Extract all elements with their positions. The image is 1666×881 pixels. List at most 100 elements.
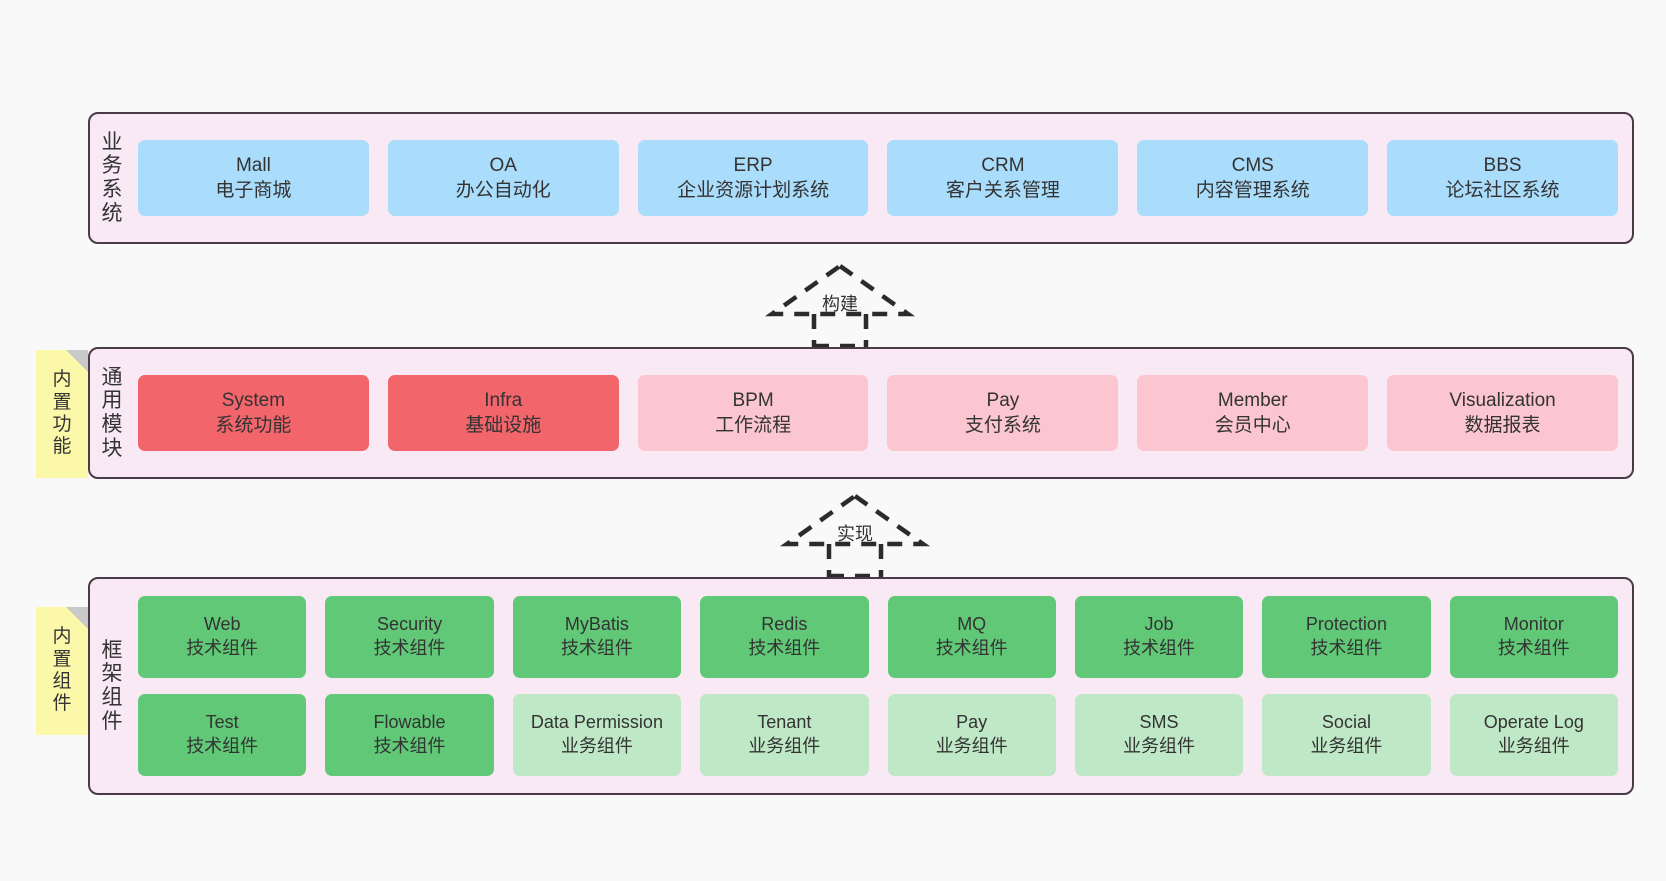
layer-common-label-char-2: 模 — [101, 413, 123, 436]
node-visualization[interactable]: Visualization 数据报表 — [1387, 375, 1618, 451]
node-infra[interactable]: Infra 基础设施 — [387, 375, 619, 451]
node-member-title: Member — [1217, 389, 1288, 411]
node-crm[interactable]: CRM 客户关系管理 — [887, 140, 1119, 216]
sticky-common-char-2: 功 — [52, 414, 72, 435]
sticky-common-char-1: 置 — [52, 391, 72, 413]
layer-common-body: System 系统功能 Infra 基础设施 BPM 工作流程 Pay 支付系统… — [134, 349, 1632, 477]
node-mall-sub: 电子商城 — [215, 180, 292, 201]
node-oa[interactable]: OA 办公自动化 — [387, 140, 619, 216]
node-mybatis-sub: 技术组件 — [560, 638, 633, 658]
layer-business-label-char-2: 系 — [101, 178, 123, 201]
node-sms[interactable]: SMS 业务组件 — [1074, 694, 1244, 776]
layer-common-label-char-0: 通 — [101, 365, 123, 389]
node-redis[interactable]: Redis 技术组件 — [700, 596, 869, 678]
node-operate-log-title: Operate Log — [1483, 712, 1584, 733]
node-bbs-title: BBS — [1483, 154, 1522, 176]
layer-business-label-char-0: 业 — [101, 130, 123, 154]
node-bbs-sub: 论坛社区系统 — [1445, 180, 1560, 201]
node-member[interactable]: Member 会员中心 — [1137, 375, 1369, 451]
node-security-sub: 技术组件 — [373, 638, 446, 658]
node-security-title: Security — [377, 614, 443, 635]
sticky-frame-char-3: 件 — [52, 693, 72, 715]
node-operate-log-sub: 业务组件 — [1497, 736, 1570, 756]
node-redis-title: Redis — [761, 614, 808, 635]
node-oa-sub: 办公自动化 — [455, 180, 551, 201]
node-crm-sub: 客户关系管理 — [945, 180, 1060, 201]
layer-business-body: Mall 电子商城 OA 办公自动化 ERP 企业资源计划系统 CRM 客户关系… — [134, 114, 1632, 242]
layer-common-label-char-1: 用 — [101, 389, 123, 413]
node-pay-component-title: Pay — [956, 712, 988, 733]
node-mall[interactable]: Mall 电子商城 — [138, 140, 369, 216]
node-infra-title: Infra — [484, 389, 523, 411]
sticky-common-char-0: 内 — [52, 369, 72, 391]
layer-frame-label-char-1: 架 — [101, 662, 123, 686]
node-social[interactable]: Social 业务组件 — [1262, 694, 1431, 776]
sticky-fold-corner-icon — [66, 350, 88, 372]
node-test-sub: 技术组件 — [186, 736, 259, 756]
layer-framework-component: 框 架 组 件 Web 技术组件 Security 技术组件 MyBatis 技… — [88, 577, 1634, 795]
node-data-permission-title: Data Permission — [530, 712, 663, 733]
node-data-permission[interactable]: Data Permission 业务组件 — [512, 694, 682, 776]
node-oa-title: OA — [489, 154, 517, 176]
node-monitor[interactable]: Monitor 技术组件 — [1449, 596, 1618, 678]
node-protection[interactable]: Protection 技术组件 — [1262, 596, 1431, 678]
arrow-implement: 实现 — [755, 492, 955, 579]
layer-frame-body: Web 技术组件 Security 技术组件 MyBatis 技术组件 Redi… — [134, 579, 1632, 793]
node-bpm[interactable]: BPM 工作流程 — [637, 375, 869, 451]
node-job-sub: 技术组件 — [1123, 638, 1196, 658]
node-pay-component-sub: 业务组件 — [935, 736, 1008, 756]
node-test[interactable]: Test 技术组件 — [138, 694, 307, 776]
node-system[interactable]: System 系统功能 — [138, 375, 369, 451]
sticky-common-char-3: 能 — [52, 436, 72, 458]
node-operate-log[interactable]: Operate Log 业务组件 — [1449, 694, 1618, 776]
node-data-permission-sub: 业务组件 — [560, 736, 633, 756]
node-sms-title: SMS — [1139, 712, 1179, 733]
node-flowable[interactable]: Flowable 技术组件 — [325, 694, 494, 776]
node-erp-sub: 企业资源计划系统 — [677, 180, 830, 201]
node-system-title: System — [221, 389, 286, 411]
node-protection-title: Protection — [1305, 614, 1387, 635]
layer-common-module: 通 用 模 块 System 系统功能 Infra 基础设施 BPM 工作流程 — [88, 347, 1634, 479]
arrow-implement-icon — [779, 493, 931, 579]
layer-frame-label: 框 架 组 件 — [90, 579, 134, 793]
node-crm-title: CRM — [981, 154, 1025, 176]
sticky-note-builtin-function: 内 置 功 能 — [36, 350, 88, 478]
node-visualization-sub: 数据报表 — [1464, 415, 1541, 436]
node-sms-sub: 业务组件 — [1123, 736, 1196, 756]
node-pay-component[interactable]: Pay 业务组件 — [887, 694, 1056, 776]
node-pay-module-sub: 支付系统 — [964, 415, 1041, 436]
layer-common-label: 通 用 模 块 — [90, 349, 134, 477]
node-flowable-title: Flowable — [373, 712, 446, 733]
node-erp[interactable]: ERP 企业资源计划系统 — [637, 140, 869, 216]
node-mq-title: MQ — [957, 614, 987, 635]
sticky-frame-char-1: 置 — [52, 648, 72, 670]
node-flowable-sub: 技术组件 — [373, 736, 446, 756]
node-redis-sub: 技术组件 — [748, 638, 821, 658]
node-cms[interactable]: CMS 内容管理系统 — [1137, 140, 1369, 216]
node-infra-sub: 基础设施 — [465, 415, 542, 436]
node-monitor-title: Monitor — [1503, 614, 1564, 635]
node-mall-title: Mall — [235, 154, 271, 176]
layer-frame-label-char-3: 件 — [101, 709, 123, 733]
node-mybatis-title: MyBatis — [564, 614, 629, 635]
node-cms-title: CMS — [1231, 154, 1274, 176]
layer-business-label: 业 务 系 统 — [90, 114, 134, 242]
layer-business-row-0: Mall 电子商城 OA 办公自动化 ERP 企业资源计划系统 CRM 客户关系… — [138, 140, 1618, 216]
node-bbs[interactable]: BBS 论坛社区系统 — [1387, 140, 1618, 216]
node-security[interactable]: Security 技术组件 — [325, 596, 494, 678]
node-cms-sub: 内容管理系统 — [1195, 180, 1310, 201]
node-mybatis[interactable]: MyBatis 技术组件 — [512, 596, 682, 678]
sticky-note-builtin-component: 内 置 组 件 — [36, 607, 88, 735]
layer-business-label-char-1: 务 — [101, 154, 123, 178]
node-web-title: Web — [203, 614, 241, 635]
node-tenant-title: Tenant — [757, 712, 812, 733]
layer-common-label-char-3: 块 — [101, 436, 123, 460]
node-job[interactable]: Job 技术组件 — [1074, 596, 1244, 678]
node-pay-module[interactable]: Pay 支付系统 — [887, 375, 1119, 451]
node-web[interactable]: Web 技术组件 — [138, 596, 307, 678]
node-tenant[interactable]: Tenant 业务组件 — [700, 694, 869, 776]
layer-frame-row-0: Web 技术组件 Security 技术组件 MyBatis 技术组件 Redi… — [138, 596, 1618, 678]
node-mq[interactable]: MQ 技术组件 — [887, 596, 1056, 678]
node-system-sub: 系统功能 — [215, 415, 292, 436]
